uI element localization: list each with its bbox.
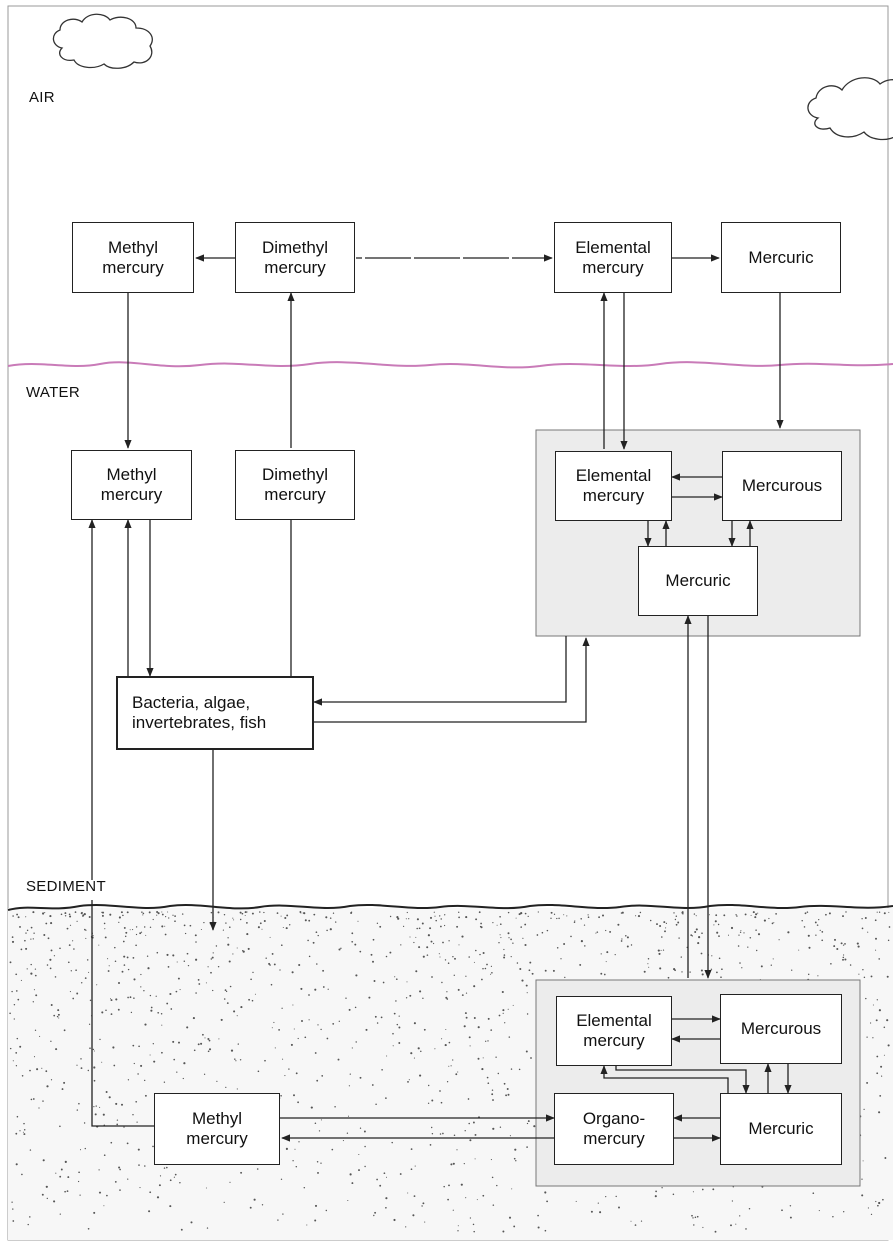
sediment-mercuric-box: Mercuric — [720, 1093, 842, 1165]
arrow-s-mercuric-to-elemental — [600, 1065, 729, 1093]
line-sediment-methyl-to-water — [91, 900, 154, 1127]
cloud-right-icon — [807, 77, 893, 141]
water-elemental-mercury-box: Elemental mercury — [555, 451, 672, 521]
water-mercuric-box: Mercuric — [638, 546, 758, 616]
zone-label-water: WATER — [26, 384, 80, 401]
sediment-elemental-mercury-box: Elemental mercury — [556, 996, 672, 1066]
arrow-s-elemental-to-mercuric — [615, 1066, 750, 1094]
cloud-left-icon — [52, 13, 153, 69]
water-mercurous-box: Mercurous — [722, 451, 842, 521]
air-dimethyl-mercury-box: Dimethyl mercury — [235, 222, 355, 293]
water-biota-box: Bacteria, algae, invertebrates, fish — [116, 676, 314, 750]
air-mercuric-box: Mercuric — [721, 222, 841, 293]
sediment-methyl-mercury-box: Methyl mercury — [154, 1093, 280, 1165]
zone-label-air: AIR — [29, 89, 55, 106]
air-elemental-mercury-box: Elemental mercury — [554, 222, 672, 293]
sediment-surface-line — [7, 903, 893, 911]
sediment-mercurous-box: Mercurous — [720, 994, 842, 1064]
water-dimethyl-mercury-box: Dimethyl mercury — [235, 450, 355, 520]
water-methyl-mercury-box: Methyl mercury — [71, 450, 192, 520]
air-methyl-mercury-box: Methyl mercury — [72, 222, 194, 293]
water-surface-line — [7, 361, 893, 369]
zone-label-sediment: SEDIMENT — [26, 878, 106, 895]
sediment-organo-mercury-box: Organo- mercury — [554, 1093, 674, 1165]
arrow-biota-to-panel — [314, 637, 590, 723]
arrow-panel-to-biota — [313, 636, 567, 706]
